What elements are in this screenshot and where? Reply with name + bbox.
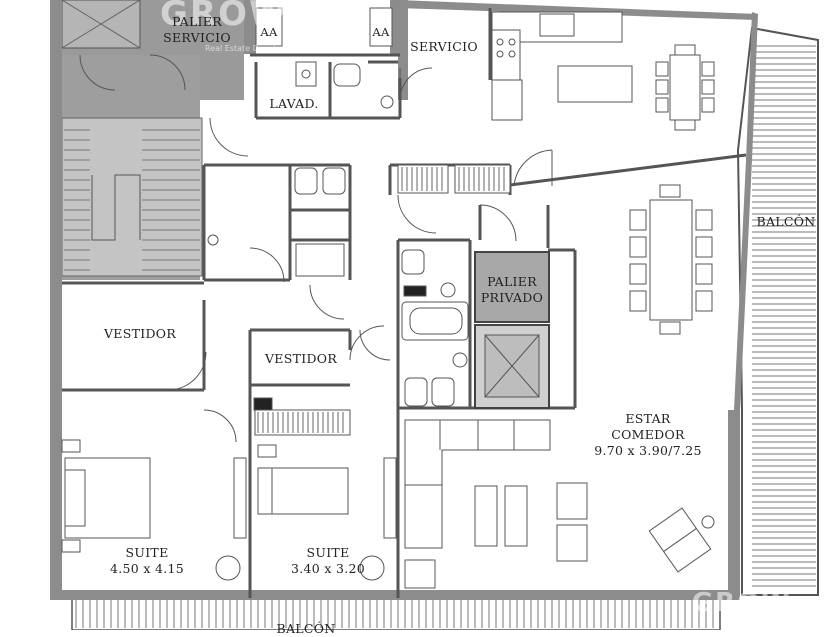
- service-core: [50, 0, 244, 280]
- outer-walls: [50, 0, 758, 600]
- logo-subtext: Real Estate Development: [205, 44, 307, 53]
- label-aa-right: AA: [372, 25, 390, 39]
- label-vestidor-left: VESTIDOR: [103, 326, 177, 341]
- fixtures: [207, 61, 469, 407]
- palier-privado: [474, 251, 550, 409]
- dining-table: [629, 184, 713, 335]
- bottom-balcony: [71, 597, 721, 630]
- right-balcony: [736, 26, 819, 596]
- logo-text: GROW: [160, 0, 289, 34]
- living-furniture: [404, 419, 715, 589]
- door-swings: [79, 54, 553, 443]
- bedroom-furniture: [61, 397, 397, 581]
- aa-units: [255, 7, 393, 47]
- kitchen: [491, 11, 715, 131]
- label-lavad: LAVAD.: [269, 96, 319, 111]
- brand-logo: GROW Real Estate Development: [55, 0, 307, 55]
- label-vestidor-center: VESTIDOR: [264, 351, 338, 366]
- label-balcon-right: BALCÓN: [756, 214, 816, 229]
- kitchen-wall-strips: [254, 164, 511, 436]
- label-servicio: SERVICIO: [410, 39, 478, 54]
- watermark: GROW: [691, 588, 792, 618]
- label-balcon-bottom: BALCÓN: [276, 621, 336, 636]
- label-aa-left: AA: [260, 25, 278, 39]
